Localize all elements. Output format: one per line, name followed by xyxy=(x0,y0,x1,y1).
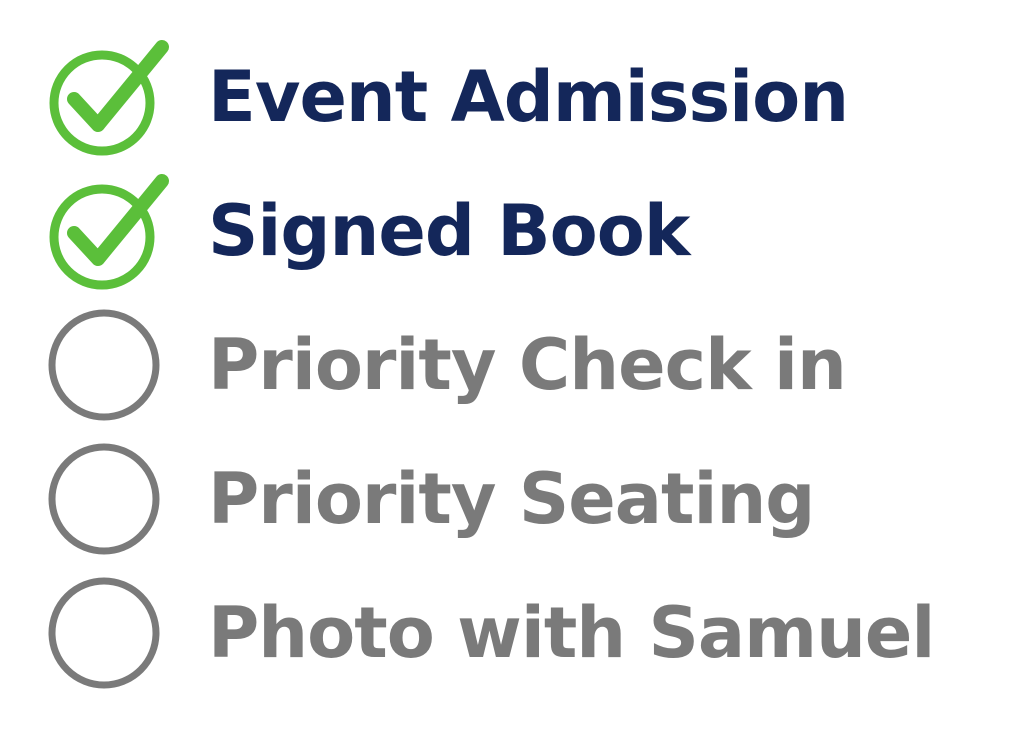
checklist-item-label: Photo with Samuel xyxy=(208,592,935,674)
checklist-item-label: Event Admission xyxy=(208,56,849,138)
checklist-item-label: Priority Seating xyxy=(208,458,815,540)
checklist-item-label: Priority Check in xyxy=(208,324,847,406)
check-circle-icon xyxy=(44,33,172,161)
checklist-item-event-admission: Event Admission xyxy=(44,30,1004,164)
empty-circle-icon xyxy=(44,301,172,429)
check-circle-icon xyxy=(44,167,172,295)
empty-circle-icon xyxy=(44,569,172,697)
checklist: Event Admission Signed Book Priority Che… xyxy=(44,30,1004,700)
checklist-item-signed-book: Signed Book xyxy=(44,164,1004,298)
checklist-item-photo-with-samuel: Photo with Samuel xyxy=(44,566,1004,700)
checklist-item-label: Signed Book xyxy=(208,190,690,272)
checklist-item-priority-seating: Priority Seating xyxy=(44,432,1004,566)
empty-circle-icon xyxy=(44,435,172,563)
checklist-item-priority-check-in: Priority Check in xyxy=(44,298,1004,432)
